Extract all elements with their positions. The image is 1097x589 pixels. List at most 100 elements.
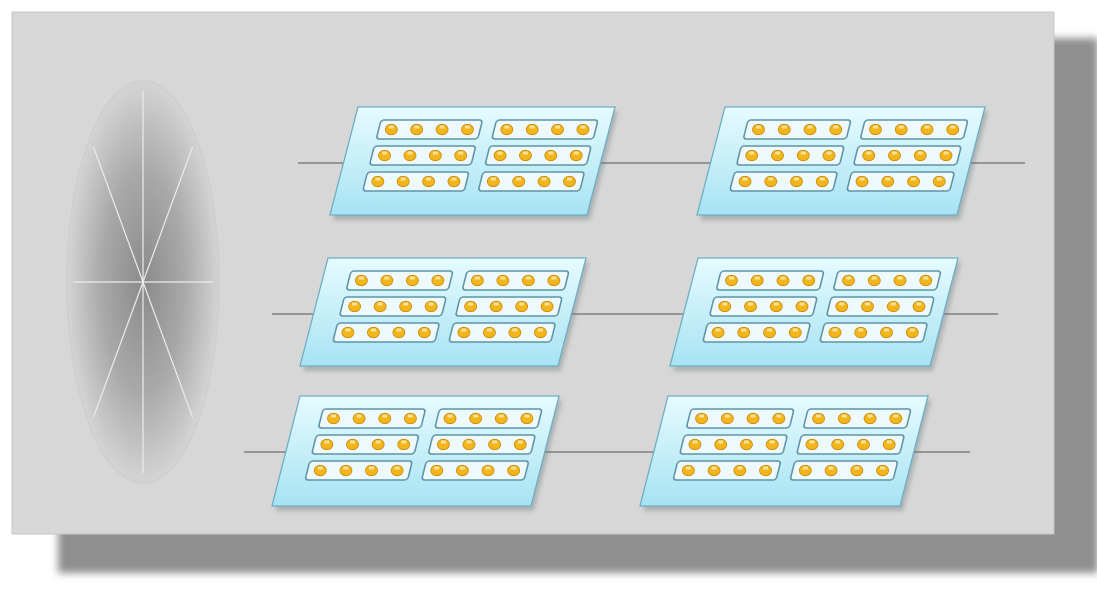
chip-highlight [432, 151, 438, 155]
chip-highlight [519, 302, 525, 306]
chip-highlight [400, 177, 406, 181]
chip-dot [489, 300, 503, 313]
strip-frame [672, 460, 781, 481]
strip-frame [376, 119, 483, 140]
chip-dot [481, 464, 495, 477]
chip-plate [639, 395, 931, 511]
chip-strip [686, 408, 795, 429]
chip-highlight [544, 302, 550, 306]
chip-dot [812, 412, 825, 425]
chip-highlight [754, 276, 760, 280]
chip-highlight [780, 276, 786, 280]
chip-dot [378, 149, 391, 162]
chip-dot [486, 175, 500, 188]
chip-highlight [756, 125, 762, 129]
chip-strip [716, 270, 825, 291]
chip-highlight [692, 440, 698, 444]
chip-dot [750, 274, 764, 287]
chip-dot [815, 175, 829, 188]
chip-dot [850, 464, 864, 477]
chip-strip [819, 322, 928, 343]
chip-dot [803, 123, 817, 136]
strip-frame [702, 322, 811, 343]
chip-dot [496, 274, 510, 287]
chip-highlight [407, 151, 413, 155]
chip-highlight [768, 177, 774, 181]
chip-dot [764, 175, 778, 188]
chip-highlight [846, 276, 852, 280]
strip-frame [448, 322, 556, 343]
chip-dot [790, 175, 803, 188]
chip-highlight [525, 276, 531, 280]
strip-frame [860, 119, 969, 140]
chip-strip [346, 270, 454, 291]
strip-frame [729, 171, 838, 192]
chip-dot [765, 438, 779, 451]
strip-frame [318, 408, 426, 429]
chip-strip [369, 145, 476, 166]
chip-dot [435, 123, 449, 136]
chip-dot [824, 464, 838, 477]
chip-dot [384, 123, 398, 136]
strip-frame [484, 145, 592, 166]
chip-highlight [382, 414, 388, 418]
chip-strip [362, 171, 470, 192]
strip-frame [679, 434, 788, 455]
chip-highlight [377, 302, 383, 306]
chip-highlight [516, 177, 522, 181]
chip-dot [366, 326, 380, 339]
chip-highlight [504, 125, 510, 129]
chip-highlight [490, 177, 496, 181]
chip-dot [869, 123, 882, 136]
chip-highlight [897, 276, 903, 280]
chip-highlight [685, 466, 691, 470]
chip-dot [569, 149, 583, 162]
chip-strip [448, 322, 556, 343]
strip-frame [478, 171, 585, 192]
chip-dot [469, 412, 483, 425]
chip-dot [837, 412, 851, 425]
chip-highlight [511, 466, 517, 470]
chip-highlight [854, 466, 860, 470]
chip-dot [500, 123, 514, 136]
chip-highlight [742, 177, 748, 181]
chip-highlight [331, 414, 337, 418]
chip-highlight [884, 328, 890, 332]
chip-dot [882, 438, 896, 451]
chip-highlight [447, 414, 453, 418]
chip-dot [521, 274, 535, 287]
chip-highlight [950, 125, 956, 129]
chip-highlight [890, 302, 896, 306]
chip-highlight [858, 328, 864, 332]
chip-dot [341, 326, 355, 339]
chip-strip [428, 434, 536, 455]
chip-dot [867, 274, 881, 287]
chip-highlight [396, 328, 402, 332]
strip-frame [846, 171, 955, 192]
chip-highlight [512, 328, 518, 332]
chip-strip [743, 119, 852, 140]
chip-dot [417, 326, 431, 339]
chip-dot [907, 175, 920, 188]
chip-dot [831, 438, 845, 451]
strip-frame [455, 296, 563, 317]
chip-strip [484, 145, 592, 166]
chip-dot [835, 300, 849, 313]
chip-highlight [317, 466, 323, 470]
chip-dot [842, 274, 855, 287]
chip-highlight [421, 328, 427, 332]
strip-frame [709, 296, 818, 317]
chip-dot [681, 464, 695, 477]
strip-frame [833, 270, 942, 291]
chip-strip [672, 460, 781, 481]
chip-highlight [819, 177, 825, 181]
chip-highlight [369, 466, 375, 470]
chip-highlight [439, 125, 445, 129]
chip-strip [736, 145, 845, 166]
chip-strip [826, 296, 935, 317]
chip-dot [763, 326, 776, 339]
chip-dot [493, 149, 507, 162]
chip-dot [738, 175, 752, 188]
chip-dot [403, 149, 417, 162]
chip-highlight [871, 276, 877, 280]
